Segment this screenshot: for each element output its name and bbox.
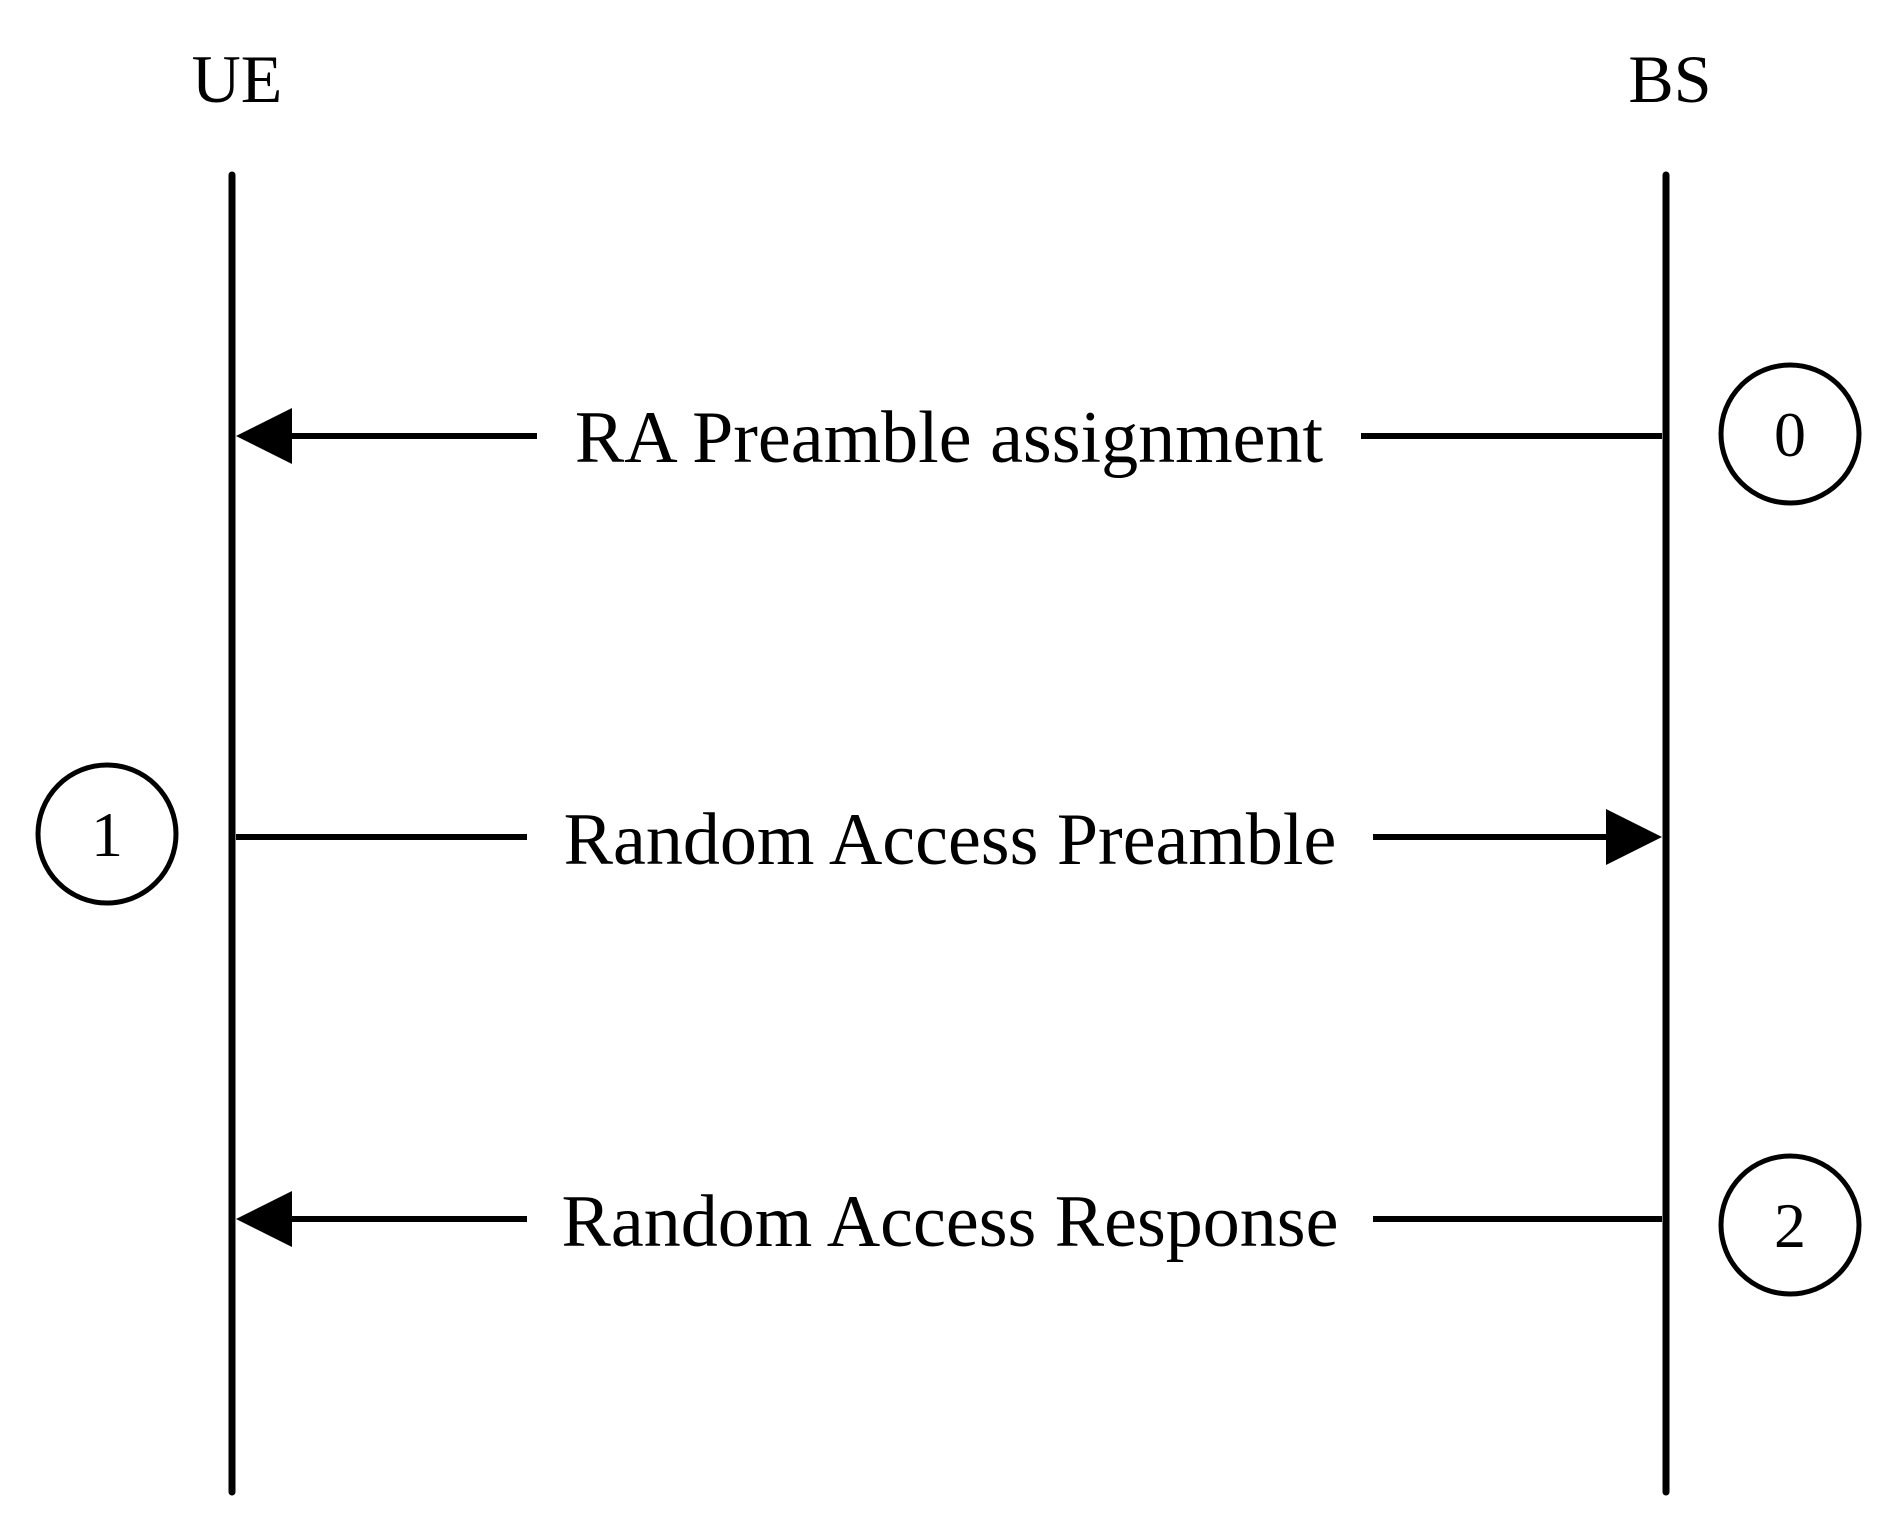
step-circle: [1718, 362, 1862, 506]
step-marker-2: 2: [1718, 1153, 1862, 1297]
message-label: RA Preamble assignment: [575, 397, 1324, 479]
step-number: 0: [1774, 399, 1806, 470]
step-marker-1: 1: [35, 762, 179, 906]
message-label-background: [527, 1178, 1373, 1260]
step-circle: [35, 762, 179, 906]
step-circle: [1718, 1153, 1862, 1297]
step-number: 2: [1774, 1190, 1806, 1261]
step-number: 1: [91, 799, 123, 870]
message-label: Random Access Response: [562, 1181, 1339, 1263]
message-label-background: [527, 796, 1373, 878]
message-label-background: [537, 395, 1361, 477]
message-random-access-preamble: Random Access Preamble: [236, 796, 1662, 881]
message-ra-preamble-assignment: RA Preamble assignment: [236, 395, 1662, 479]
step-marker-0: 0: [1718, 362, 1862, 506]
participant-ue-label: UE: [192, 41, 283, 117]
message-label: Random Access Preamble: [564, 799, 1337, 881]
arrowhead-left-icon: [236, 408, 292, 464]
participant-bs-label: BS: [1628, 41, 1711, 117]
arrowhead-left-icon: [236, 1191, 292, 1247]
arrowhead-right-icon: [1606, 809, 1662, 865]
message-random-access-response: Random Access Response: [236, 1178, 1662, 1263]
